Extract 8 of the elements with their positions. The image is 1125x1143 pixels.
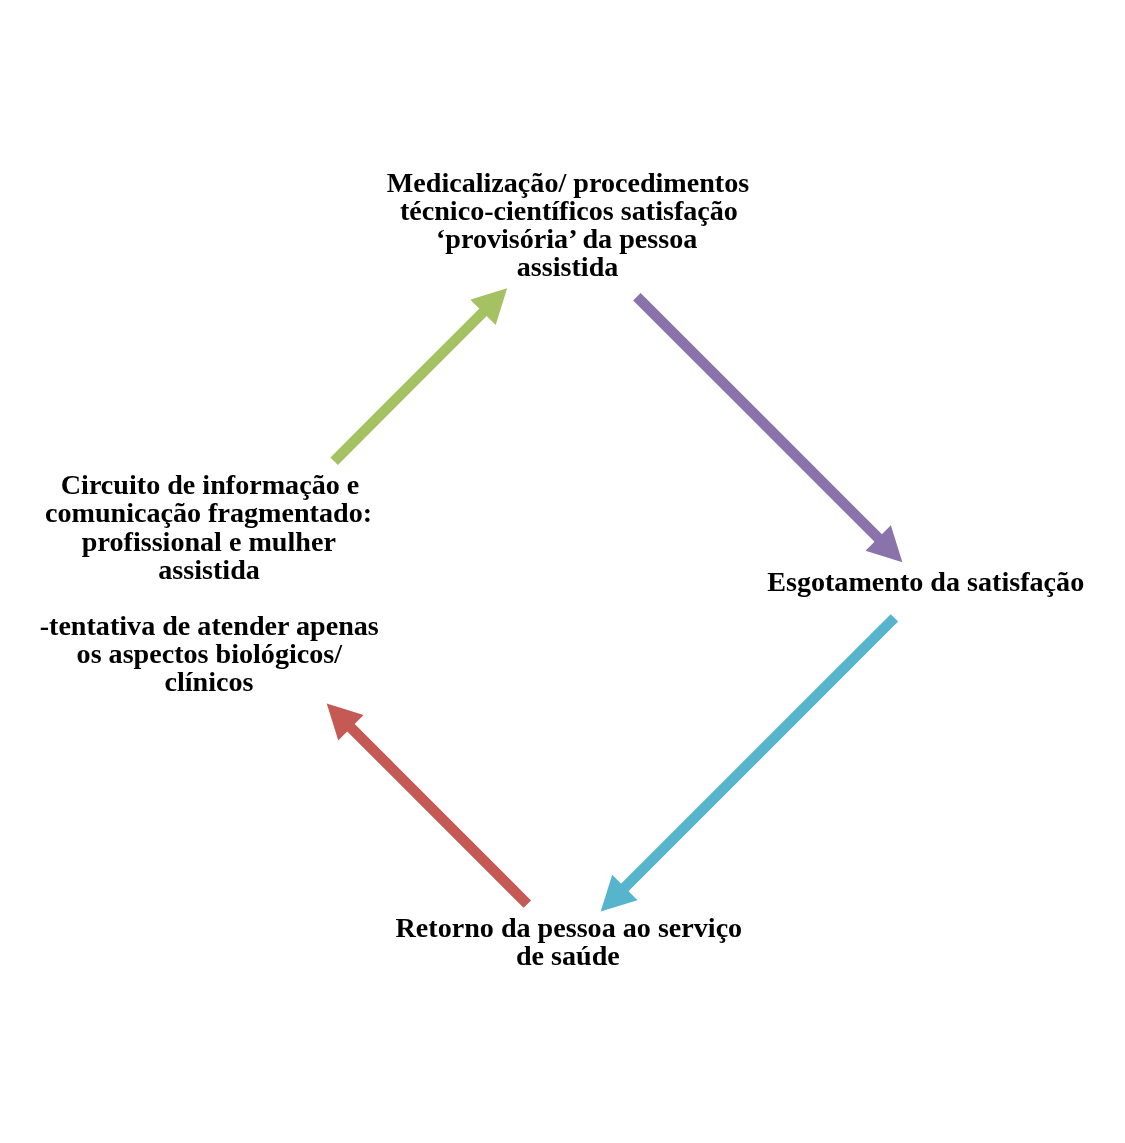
node-text: Esgotamento da satisfação (767, 565, 1085, 597)
node-text: Retorno da pessoa ao serviço de saúde (395, 911, 743, 971)
node-text: Circuito de informação e comunicação fragmentado: profissional e mulher assistida -tentativa de atender apenas os aspectos biológicos/ clínicos (39, 468, 379, 697)
arrow (326, 703, 532, 908)
node-text: Medicalização/ procedimentos técnico-científicos satisfação ‘provisória’ da pessoa assistida (386, 166, 750, 282)
arrow (330, 287, 508, 465)
arrow (600, 613, 899, 912)
arrow (633, 292, 903, 562)
